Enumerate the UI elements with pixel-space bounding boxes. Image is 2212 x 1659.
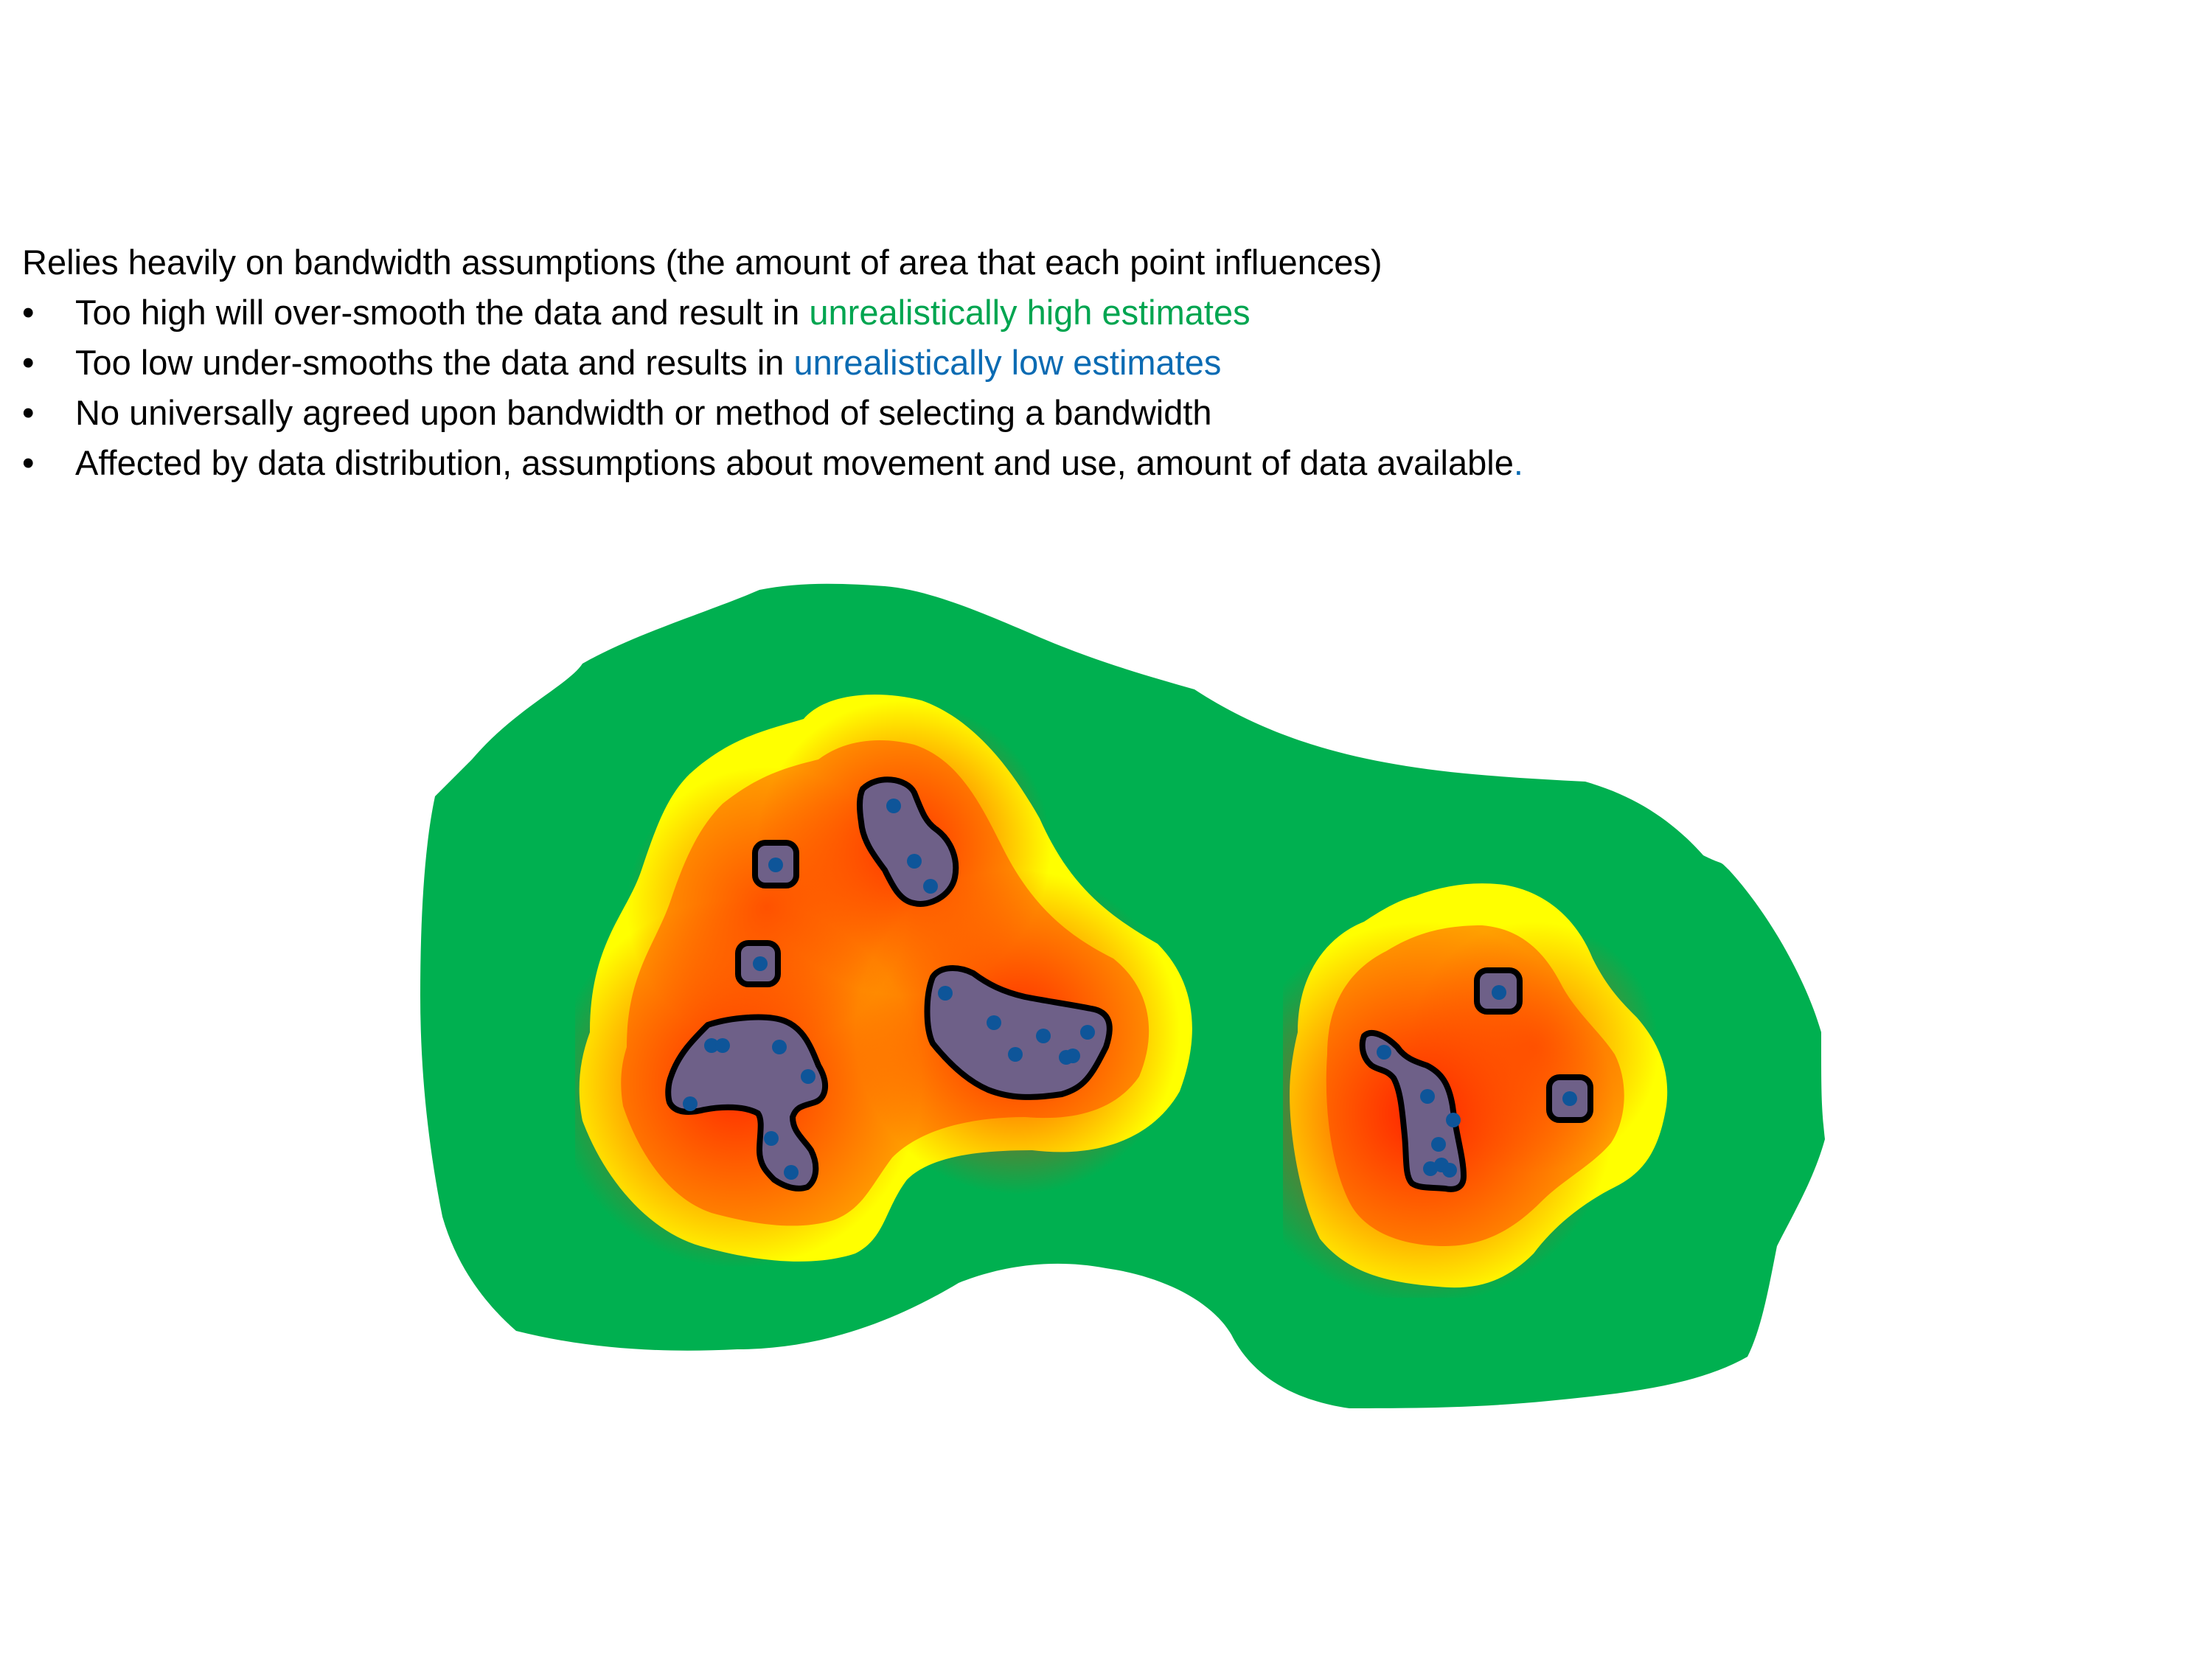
data-point (1442, 1163, 1457, 1178)
text-block: Relies heavily on bandwidth assumptions … (22, 237, 2160, 488)
data-point (1008, 1047, 1023, 1062)
bullet-item-no-agreed-bandwidth: • No universally agreed upon bandwidth or… (22, 388, 2160, 438)
bullet-marker: • (22, 293, 35, 332)
bullet-item-too-low: • Too low under-smooths the data and resu… (22, 338, 2160, 388)
bullet-text: No universally agreed upon bandwidth or … (75, 393, 1212, 432)
density-surface-right (1283, 870, 1681, 1298)
data-point (683, 1096, 698, 1111)
data-point (1059, 1050, 1074, 1065)
data-point (907, 854, 922, 869)
bullet-item-too-high: • Too high will over-smooth the data and … (22, 288, 2160, 338)
data-point (1377, 1045, 1391, 1060)
data-point (704, 1038, 719, 1053)
data-point (1036, 1029, 1051, 1043)
data-point (772, 1040, 787, 1054)
bullet-marker: • (22, 393, 35, 432)
density-surface-left (575, 678, 1209, 1268)
data-point (764, 1131, 779, 1146)
bullet-text: Too low under-smooths the data and resul… (75, 343, 794, 382)
data-point (1492, 985, 1506, 1000)
bullet-text: Too high will over-smooth the data and r… (75, 293, 810, 332)
data-point (784, 1165, 799, 1180)
data-point (1446, 1113, 1461, 1127)
data-point (1080, 1025, 1095, 1040)
bullet-item-affected-by: • Affected by data distribution, assumpti… (22, 438, 2160, 488)
highlight-high-estimates: unrealistically high estimates (809, 293, 1251, 332)
data-points (683, 799, 1577, 1180)
data-point (886, 799, 901, 813)
undersmoothed-contours (665, 776, 1593, 1192)
data-point (753, 956, 768, 971)
undersmoothed-patch (665, 1014, 829, 1192)
data-point (768, 858, 783, 872)
data-point (1420, 1089, 1435, 1104)
undersmoothed-patch (924, 965, 1113, 1100)
bullet-marker: • (22, 343, 35, 382)
intro-text: Relies heavily on bandwidth assumptions … (22, 243, 1382, 282)
data-point (801, 1069, 815, 1084)
data-point (715, 1038, 730, 1053)
bullet-list: • Too high will over-smooth the data and … (22, 288, 2160, 488)
data-point (923, 879, 938, 894)
data-point (987, 1015, 1001, 1030)
data-point (1431, 1137, 1446, 1152)
highlight-period: . (1513, 443, 1523, 482)
bullet-marker: • (22, 443, 35, 482)
data-point (1562, 1091, 1577, 1106)
undersmoothed-patch (856, 776, 959, 907)
data-point (938, 986, 953, 1001)
highlight-low-estimates: unrealistically low estimates (793, 343, 1222, 382)
bullet-text: Affected by data distribution, assumptio… (75, 443, 1514, 482)
